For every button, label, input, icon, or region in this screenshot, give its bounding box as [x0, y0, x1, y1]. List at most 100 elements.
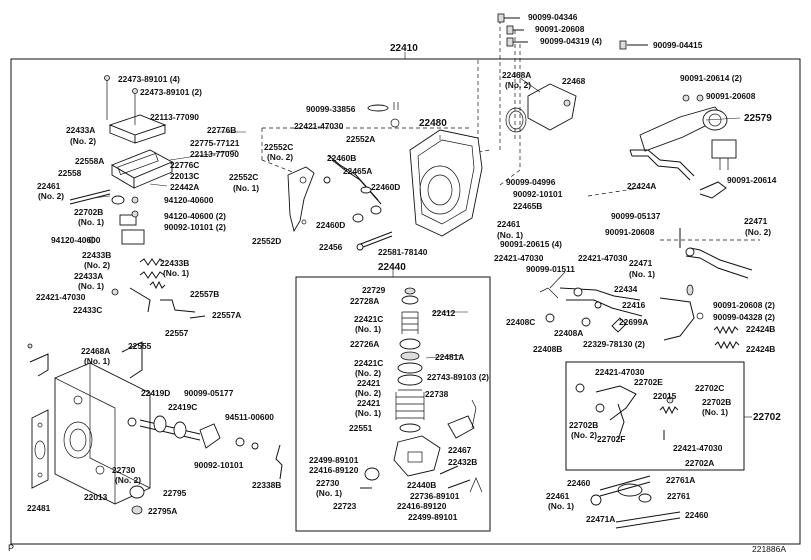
part-label: 22419D: [141, 388, 171, 398]
part-label: 22421: [357, 378, 381, 388]
part-label: 22416-89120: [397, 501, 447, 511]
part-label: 22558A: [75, 156, 105, 166]
part-label: 90099-04328 (2): [713, 312, 775, 322]
figure-code: 221886A: [752, 544, 787, 554]
part-label: (No. 1): [233, 183, 260, 193]
part-label: 22456: [319, 242, 343, 252]
part-label: 90091-20615 (4): [500, 239, 562, 249]
part-label: 22421: [357, 398, 381, 408]
part-label: 22013: [84, 492, 108, 502]
part-label: 22421-47030: [673, 443, 723, 453]
part-label: 22776B: [207, 125, 237, 135]
part-label: 22699A: [619, 317, 649, 327]
part-label: (No. 2): [355, 388, 382, 398]
part-label: 22551: [349, 423, 373, 433]
part-label: (No. 2): [38, 191, 65, 201]
part-label: 22775-77121: [190, 138, 240, 148]
part-label: 22113-77090: [150, 112, 199, 122]
part-label: 22557A: [212, 310, 242, 320]
part-label: 22433A: [66, 125, 96, 135]
part-label: 22461: [37, 181, 61, 191]
part-label: (No. 2): [571, 430, 598, 440]
part-label: 22113-77090: [190, 149, 239, 159]
part-label: 22421-47030: [595, 367, 645, 377]
part-label: 90092-10101 (2): [164, 222, 226, 232]
part-label: 22433C: [73, 305, 103, 315]
timer-internals: [575, 383, 679, 441]
part-label: 22481A: [435, 352, 465, 362]
feed-pump-cover-group: [69, 75, 174, 245]
part-label: 22460D: [316, 220, 346, 230]
part-label: 22776C: [170, 160, 200, 170]
lever-22552: [287, 166, 315, 233]
part-label: 22460B: [327, 153, 357, 163]
part-label: 22552A: [346, 134, 376, 144]
part-label: 22424B: [746, 324, 776, 334]
part-label: 22015: [653, 391, 677, 401]
part-label: 22442A: [170, 182, 200, 192]
part-label: 22557B: [190, 289, 220, 299]
part-label: 22795A: [148, 506, 178, 516]
part-label: 22410: [390, 43, 418, 54]
part-label: 22702A: [685, 458, 715, 468]
part-label: 22726A: [350, 339, 380, 349]
part-label: 22471A: [586, 514, 616, 524]
part-label: 22465A: [343, 166, 373, 176]
part-label: 22013C: [170, 171, 200, 181]
part-label: (No. 1): [355, 408, 382, 418]
part-label: 22416-89120: [309, 465, 359, 475]
part-label: 22421-47030: [294, 121, 344, 131]
part-label: 22440: [378, 262, 406, 273]
pump-housing-22481: [31, 362, 151, 505]
part-label: (No. 1): [702, 407, 729, 417]
part-label: 94120-40600 (2): [164, 211, 226, 221]
part-label: 22467: [448, 445, 472, 455]
pump-cover-22480: [367, 102, 483, 237]
shaft-group-lower: [127, 415, 283, 515]
part-label: 22421C: [354, 358, 384, 368]
spring-group-left: [111, 258, 206, 319]
part-label: 22702B: [74, 207, 104, 217]
part-label: 22412: [432, 308, 456, 318]
part-label: (No. 2): [70, 136, 97, 146]
part-label: 22761: [667, 491, 691, 501]
part-label: (No. 1): [84, 356, 111, 366]
part-label: 22481: [27, 503, 51, 513]
part-label: 22421-47030: [36, 292, 86, 302]
part-label: (No. 2): [115, 475, 142, 485]
part-label: 22471: [744, 216, 768, 226]
part-label: 22424B: [746, 344, 776, 354]
part-label: 90099-33856: [306, 104, 356, 114]
part-label: 90092-10101: [194, 460, 244, 470]
part-label: 22461: [497, 219, 521, 229]
part-label: 90091-20608: [535, 24, 585, 34]
part-label: (No. 1): [78, 281, 105, 291]
part-label: 22473-89101 (4): [118, 74, 180, 84]
part-label: 22581-78140: [378, 247, 428, 257]
part-label: 90099-04415: [653, 40, 703, 50]
leader-lines: [92, 77, 741, 359]
part-label: (No. 2): [355, 368, 382, 378]
part-label: 22499-89101: [408, 512, 458, 522]
part-label: 22433B: [82, 250, 112, 260]
part-label: (No. 1): [78, 217, 105, 227]
lever-set-22460: [323, 154, 393, 251]
part-label: 22552D: [252, 236, 282, 246]
part-label: 22468: [562, 76, 586, 86]
part-label: 22419C: [168, 402, 198, 412]
part-label: 22702E: [634, 377, 663, 387]
part-label: 22424A: [627, 181, 657, 191]
part-label: 22461: [546, 491, 570, 501]
part-label: 22702B: [702, 397, 732, 407]
part-label: (No. 1): [163, 268, 190, 278]
part-label: 22460D: [371, 182, 401, 192]
part-label: 22421-47030: [494, 253, 544, 263]
bracket-22468: [497, 13, 648, 133]
part-label: 22468A: [81, 346, 111, 356]
part-label: 90091-20608: [605, 227, 655, 237]
part-label: 94120-40600: [164, 195, 214, 205]
part-label: (No. 2): [84, 260, 111, 270]
part-label: 22723: [333, 501, 357, 511]
part-label: 22552C: [229, 172, 259, 182]
part-label: 22736-89101: [410, 491, 460, 501]
